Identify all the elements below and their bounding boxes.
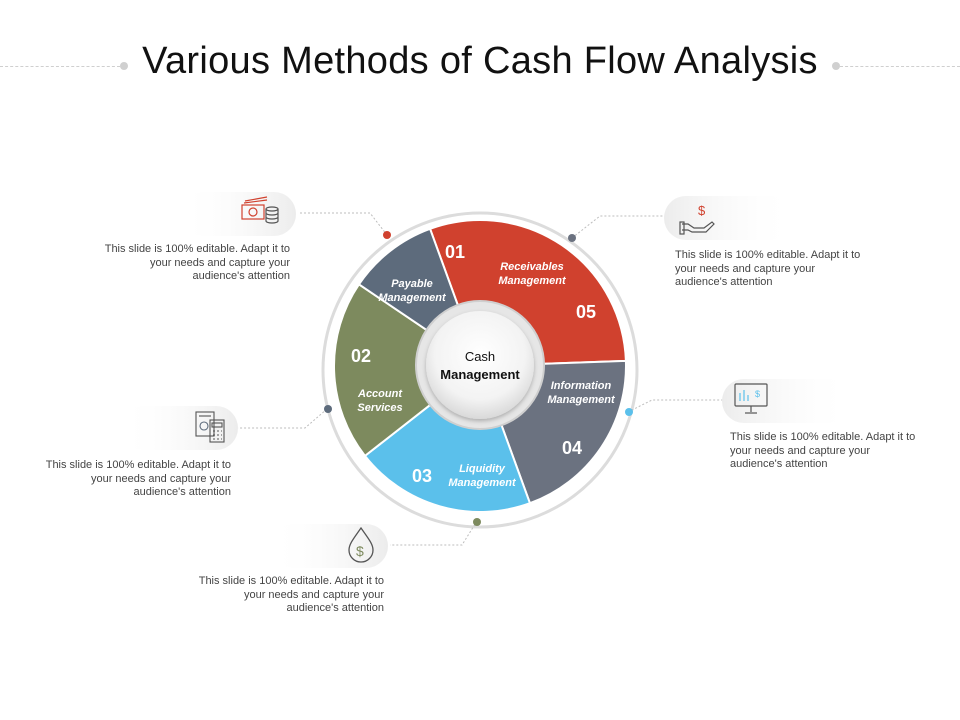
ring-dot-02 bbox=[324, 405, 332, 413]
title-rule-right bbox=[840, 66, 960, 67]
page-title: Various Methods of Cash Flow Analysis bbox=[0, 40, 960, 83]
outer-ring bbox=[321, 211, 639, 529]
svg-text:$: $ bbox=[356, 543, 364, 559]
callout-text-02: This slide is 100% editable. Adapt it to… bbox=[45, 459, 231, 498]
icon-pill-01 bbox=[180, 192, 296, 236]
callout-text-05: This slide is 100% editable. Adapt it to… bbox=[675, 249, 861, 288]
connector-01 bbox=[300, 212, 388, 236]
ring-dot-01 bbox=[383, 231, 391, 239]
segment-number-01: 01 bbox=[445, 242, 465, 262]
segment-label-01-line2: Management bbox=[378, 292, 447, 304]
icon-pill-05 bbox=[664, 196, 794, 240]
dollar-drop-icon: $ bbox=[348, 526, 374, 563]
segment-number-03: 03 bbox=[412, 466, 432, 486]
segment-label-02-line1: Account bbox=[357, 388, 403, 400]
money-coins-icon bbox=[241, 196, 279, 224]
segment-label-05-line1: Receivables bbox=[500, 261, 564, 273]
segment-number-02: 02 bbox=[351, 346, 371, 366]
svg-text:$: $ bbox=[755, 389, 760, 399]
center-label-line2: Management bbox=[440, 367, 520, 382]
segment-label-02-line2: Services bbox=[357, 402, 402, 414]
segment-label-01-line1: Payable bbox=[391, 278, 433, 290]
segment-label-03-line2: Management bbox=[448, 477, 517, 489]
callout-text-01: This slide is 100% editable. Adapt it to… bbox=[104, 243, 290, 282]
page-title-text: Various Methods of Cash Flow Analysis bbox=[134, 40, 826, 82]
segment-label-04-line1: Information bbox=[551, 380, 612, 392]
ring-dot-03 bbox=[473, 518, 481, 526]
center-label-line1: Cash bbox=[465, 349, 495, 364]
connector-03 bbox=[390, 520, 478, 546]
title-dot-left bbox=[120, 62, 128, 70]
hand-dollar-icon: $ bbox=[679, 203, 715, 235]
connector-04 bbox=[627, 399, 724, 413]
segment-number-04: 04 bbox=[562, 438, 582, 458]
segment-label-04-line2: Management bbox=[547, 394, 616, 406]
title-dot-right bbox=[832, 62, 840, 70]
icon-pill-03 bbox=[270, 524, 388, 568]
title-rule-left bbox=[0, 66, 120, 67]
calculator-doc-icon bbox=[195, 411, 225, 443]
segment-number-05: 05 bbox=[576, 302, 596, 322]
icon-pill-02 bbox=[120, 406, 238, 450]
connector-02 bbox=[238, 408, 328, 429]
ring-dot-05 bbox=[568, 234, 576, 242]
icon-pill-04 bbox=[722, 379, 852, 423]
segment-label-05-line2: Management bbox=[498, 275, 567, 287]
ring-dot-04 bbox=[625, 408, 633, 416]
monitor-chart-icon: $ bbox=[734, 383, 768, 414]
connector-05 bbox=[571, 215, 665, 239]
segment-label-03-line1: Liquidity bbox=[459, 463, 506, 475]
svg-text:$: $ bbox=[698, 203, 706, 218]
callout-text-03: This slide is 100% editable. Adapt it to… bbox=[198, 575, 384, 614]
callout-text-04: This slide is 100% editable. Adapt it to… bbox=[730, 431, 916, 470]
center-circle bbox=[426, 311, 534, 419]
